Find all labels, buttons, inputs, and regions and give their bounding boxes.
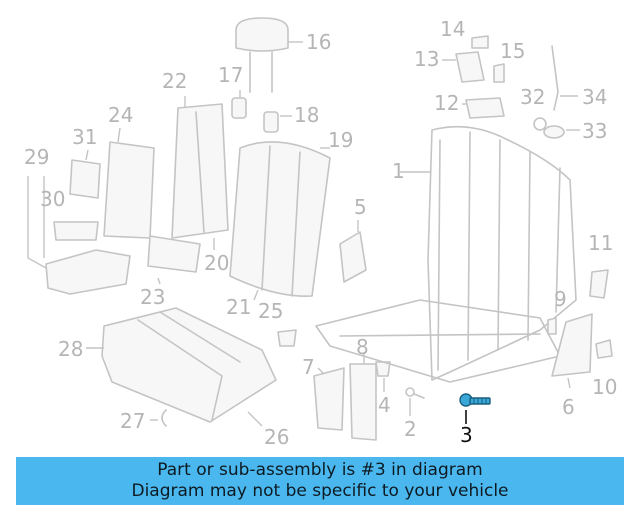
callout-8: 8 <box>356 335 369 359</box>
headrest-guides <box>231 90 292 133</box>
seat-parts-diagram: 1 2 3 4 5 6 7 8 9 10 11 12 13 14 15 16 1… <box>24 17 617 449</box>
seat-frame <box>315 125 577 383</box>
back-plate <box>69 149 101 199</box>
callout-13: 13 <box>414 47 439 71</box>
callout-26: 26 <box>264 425 289 449</box>
side-covers <box>547 313 613 389</box>
top-hardware <box>442 35 505 119</box>
callout-31: 31 <box>72 125 97 149</box>
callout-17: 17 <box>218 63 243 87</box>
callout-18: 18 <box>294 103 319 127</box>
callout-21: 21 <box>226 295 251 319</box>
bracket-5 <box>339 220 367 283</box>
callout-4: 4 <box>378 393 391 417</box>
callout-28: 28 <box>58 337 83 361</box>
bolt-part-3 <box>459 393 491 424</box>
callout-33: 33 <box>582 119 607 143</box>
callout-15: 15 <box>500 39 525 63</box>
cover-11 <box>589 269 609 299</box>
callout-5: 5 <box>354 195 367 219</box>
banner-line-2: Diagram may not be specific to your vehi… <box>131 481 509 501</box>
seat-cushion <box>86 307 277 427</box>
callout-22: 22 <box>162 69 187 93</box>
callout-6: 6 <box>562 395 575 419</box>
callout-9: 9 <box>554 287 567 311</box>
callout-12: 12 <box>434 91 459 115</box>
seat-back-panel <box>103 127 155 239</box>
lower-bracket <box>147 235 201 285</box>
clip-25 <box>277 329 297 347</box>
hinge-covers <box>313 352 377 441</box>
callout-2: 2 <box>404 417 417 441</box>
callout-29: 29 <box>24 145 49 169</box>
callout-23: 23 <box>140 285 165 309</box>
callout-34: 34 <box>582 85 607 109</box>
callout-7: 7 <box>302 355 315 379</box>
banner-line-1: Part or sub-assembly is #3 in diagram <box>157 460 483 480</box>
callout-10: 10 <box>592 375 617 399</box>
callout-30: 30 <box>40 187 65 211</box>
callout-20: 20 <box>204 251 229 275</box>
callout-11: 11 <box>588 231 613 255</box>
callout-3: 3 <box>460 423 473 447</box>
headrest <box>235 17 303 93</box>
callout-1: 1 <box>392 159 405 183</box>
callout-27: 27 <box>120 409 145 433</box>
callout-14: 14 <box>440 17 465 41</box>
clip-27 <box>150 409 167 427</box>
callout-32: 32 <box>520 85 545 109</box>
seat-back-cover <box>229 141 331 301</box>
seat-back-pad <box>171 96 229 250</box>
small-fasteners <box>375 361 425 416</box>
release-cable <box>533 45 580 139</box>
callout-24: 24 <box>108 103 133 127</box>
callout-25: 25 <box>258 299 283 323</box>
armrest-parts <box>27 176 131 295</box>
callout-16: 16 <box>306 30 331 54</box>
callout-19: 19 <box>328 128 353 152</box>
info-banner: Part or sub-assembly is #3 in diagram Di… <box>16 457 624 505</box>
